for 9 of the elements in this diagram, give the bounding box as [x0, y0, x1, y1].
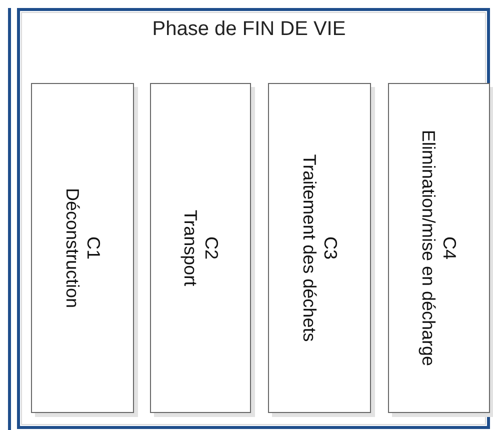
stage-code: C1 [82, 236, 104, 260]
stage-code: C4 [439, 236, 460, 260]
stage-name: Transport [180, 210, 200, 286]
stage-code: C2 [200, 236, 222, 260]
stage-name: Déconstruction [62, 188, 82, 308]
stage-name: Traitement des déchets [298, 154, 320, 342]
stage-name: Elimination/mise en décharge [418, 130, 439, 366]
stage-code: C3 [320, 236, 340, 260]
phase-title: Phase de FIN DE VIE [151, 18, 347, 41]
